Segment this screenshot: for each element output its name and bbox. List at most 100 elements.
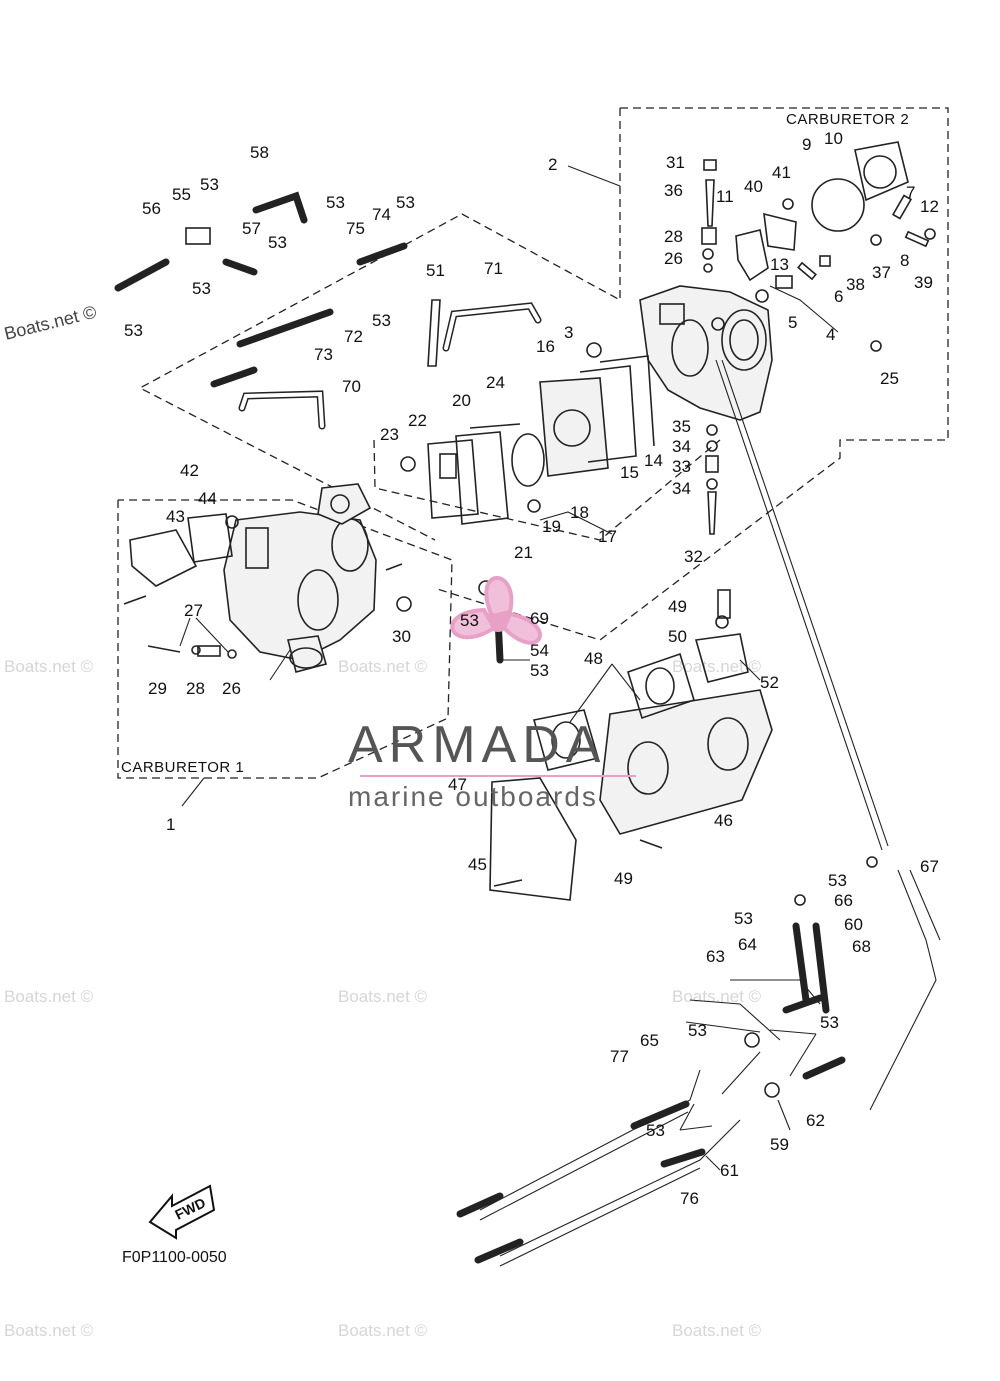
callout-label: 77 xyxy=(610,1047,629,1066)
callout-label: 55 xyxy=(172,185,191,204)
callout-label: 28 xyxy=(664,227,683,246)
callout-label: 76 xyxy=(680,1189,699,1208)
callout-label: 18 xyxy=(570,503,589,522)
callout-label: 53 xyxy=(396,193,415,212)
brand-tagline: marine outboards xyxy=(348,781,598,812)
callout-label: 12 xyxy=(920,197,939,216)
callout-label: 4 xyxy=(826,325,835,344)
lever-bracket xyxy=(763,212,797,251)
callout-label: 13 xyxy=(770,255,789,274)
callout-label: 34 xyxy=(672,479,691,498)
callout-label: 58 xyxy=(250,143,269,162)
callout-label: 35 xyxy=(672,417,691,436)
callout-label: 57 xyxy=(242,219,261,238)
callout-label: 49 xyxy=(668,597,687,616)
callout-label: 74 xyxy=(372,205,391,224)
callout-label: 14 xyxy=(644,451,663,470)
callout-label: 40 xyxy=(744,177,763,196)
callout-numbers: 1 2 3 4 5 6 7 8 9 10 11 12 13 14 15 16 1… xyxy=(124,129,939,1208)
callout-label: 60 xyxy=(844,915,863,934)
callout-label: 8 xyxy=(900,251,909,270)
brand-name: ARMADA xyxy=(348,716,606,774)
callout-label: 73 xyxy=(314,345,333,364)
callout-label: 3 xyxy=(564,323,573,342)
callout-label: 7 xyxy=(906,183,915,202)
callout-label: 51 xyxy=(426,261,445,280)
diagram-code: F0P1100-0050 xyxy=(122,1249,227,1266)
carburetor-1-body xyxy=(123,483,412,673)
callout-label: 42 xyxy=(180,461,199,480)
callout-label: 26 xyxy=(664,249,683,268)
callout-leaders xyxy=(179,165,839,1171)
watermark-text-dark: Boats.net © xyxy=(2,302,98,344)
callout-label: 38 xyxy=(846,275,865,294)
callout-label: 53 xyxy=(688,1021,707,1040)
watermark-text: Boats.net © xyxy=(4,657,94,676)
callout-label: 53 xyxy=(372,311,391,330)
watermark-text: Boats.net © xyxy=(672,1321,762,1340)
callout-label: 53 xyxy=(200,175,219,194)
watermark-text: Boats.net © xyxy=(672,987,762,1006)
fuel-hoses-upper xyxy=(114,191,542,664)
callout-label: 75 xyxy=(346,219,365,238)
callout-label: 53 xyxy=(828,871,847,890)
fuel-hoses-lower xyxy=(456,856,878,1267)
callout-label: 66 xyxy=(834,891,853,910)
callout-label: 36 xyxy=(664,181,683,200)
callout-label: 31 xyxy=(666,153,685,172)
callout-label: 72 xyxy=(344,327,363,346)
small-fasteners xyxy=(400,159,936,535)
callout-label: 28 xyxy=(186,679,205,698)
callout-label: 61 xyxy=(720,1161,739,1180)
group-outlines xyxy=(117,107,949,779)
callout-label: 53 xyxy=(734,909,753,928)
callout-label: 10 xyxy=(824,129,843,148)
callout-label: 1 xyxy=(166,815,175,834)
callout-label: 26 xyxy=(222,679,241,698)
carburetor-1-outline xyxy=(117,499,453,779)
callout-label: 63 xyxy=(706,947,725,966)
callout-label: 45 xyxy=(468,855,487,874)
callout-label: 71 xyxy=(484,259,503,278)
choke-throttle-cables xyxy=(715,359,941,1111)
callout-label: 59 xyxy=(770,1135,789,1154)
propeller-blade-icon xyxy=(501,611,542,645)
callout-label: 53 xyxy=(646,1121,665,1140)
throttle-lever xyxy=(735,229,769,282)
callout-label: 43 xyxy=(166,507,185,526)
callout-label: 50 xyxy=(668,627,687,646)
watermark-text: Boats.net © xyxy=(4,987,94,1006)
callout-label: 11 xyxy=(716,187,734,206)
watermark-text: Boats.net © xyxy=(4,1321,94,1340)
callout-label: 68 xyxy=(852,937,871,956)
callout-label: 16 xyxy=(536,337,555,356)
callout-label: 56 xyxy=(142,199,161,218)
propeller-blade-icon xyxy=(484,576,514,619)
callout-label: 53 xyxy=(192,279,211,298)
callout-label: 54 xyxy=(530,641,549,660)
callout-label: 15 xyxy=(620,463,639,482)
callout-label: 64 xyxy=(738,935,757,954)
watermark-text: Boats.net © xyxy=(338,1321,428,1340)
callout-label: 46 xyxy=(714,811,733,830)
callout-label: 53 xyxy=(268,233,287,252)
callout-label: 67 xyxy=(920,857,939,876)
callout-label: 39 xyxy=(914,273,933,292)
callout-label: 32 xyxy=(684,547,703,566)
callout-label: 27 xyxy=(184,601,203,620)
callout-label: 33 xyxy=(672,457,691,476)
propeller-blade-icon xyxy=(450,607,497,640)
callout-label: 49 xyxy=(614,869,633,888)
carburetor-2-outline xyxy=(433,107,949,641)
callout-label: 62 xyxy=(806,1111,825,1130)
callout-label: 24 xyxy=(486,373,505,392)
callout-label: 2 xyxy=(548,155,557,174)
callout-label: 53 xyxy=(326,193,345,212)
callout-label: 47 xyxy=(448,775,467,794)
callout-label: 25 xyxy=(880,369,899,388)
watermark-text: Boats.net © xyxy=(672,657,762,676)
callout-label: 23 xyxy=(380,425,399,444)
callout-label: 17 xyxy=(598,527,617,546)
callout-label: 37 xyxy=(872,263,891,282)
